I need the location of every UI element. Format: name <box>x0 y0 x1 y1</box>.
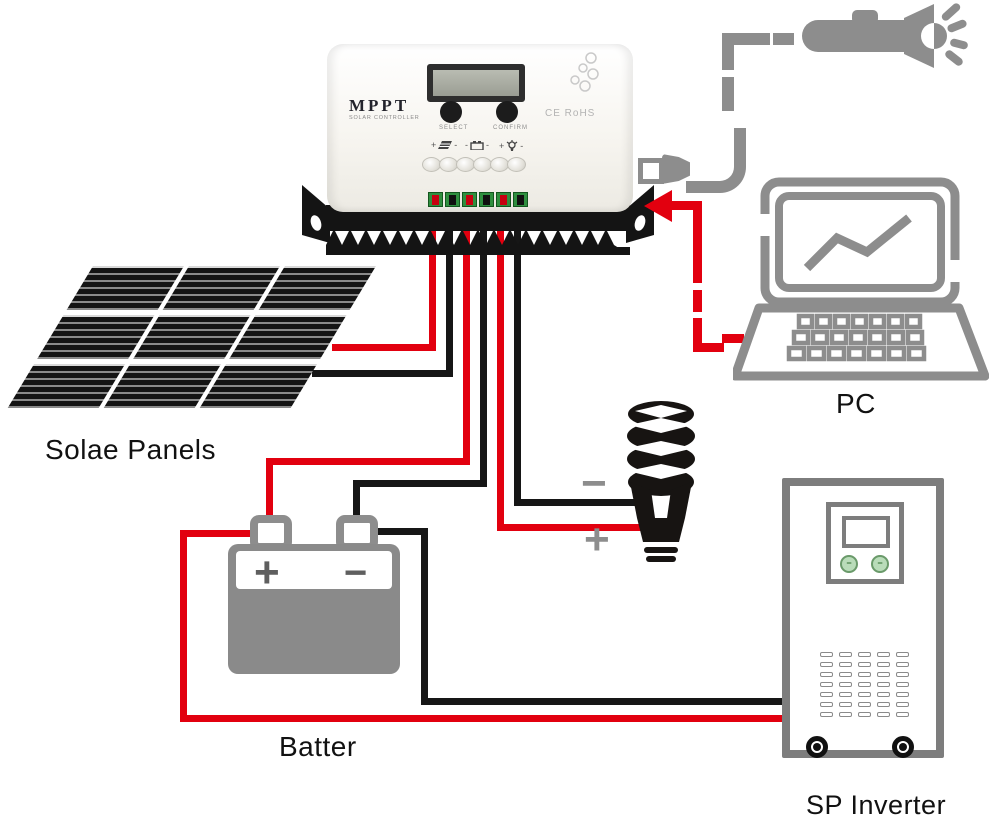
red-dash-corner <box>693 318 724 352</box>
wire-battery-positive-v2 <box>266 458 273 522</box>
bat-minus-sign-right: - <box>486 140 489 150</box>
wire-battery-positive-h <box>266 458 470 465</box>
pv-minus-sign: - <box>454 140 458 150</box>
load-plus-sign: + <box>499 140 505 151</box>
wire-pv-negative-h <box>312 370 453 377</box>
ce-rohs-mark: CE RoHS <box>545 108 596 119</box>
wire-inverter-negative-v <box>421 528 428 705</box>
wire-pv-positive-v <box>429 202 436 351</box>
cable-dash-corner <box>722 33 770 70</box>
pv-plus-sign: + <box>431 140 437 150</box>
laptop-icon <box>733 177 989 381</box>
wire-pv-negative-v <box>446 202 453 377</box>
wire-battery-positive-v1 <box>463 202 470 465</box>
confirm-button-label: CONFIRM <box>493 125 528 131</box>
screw-icon <box>507 157 526 172</box>
lamp-icon <box>506 140 518 151</box>
battery-terminal-signs: - - <box>465 140 489 150</box>
flashlight-icon <box>802 3 968 68</box>
terminal-load-negative <box>513 192 528 207</box>
load-positive-sign: + <box>584 515 610 564</box>
wire-inverter-positive-h2 <box>180 715 786 722</box>
solar-panels-label: Solae Panels <box>45 434 217 465</box>
inverter-label: SP Inverter <box>806 790 947 820</box>
battery-plus-sign: + <box>254 548 280 597</box>
terminal-pv-positive <box>428 192 443 207</box>
bat-minus-sign-left: - <box>465 140 468 150</box>
battery-minus-sign: − <box>344 551 368 595</box>
pv-terminal-signs: + - <box>431 140 457 150</box>
wire-load-positive-v <box>497 202 504 531</box>
wire-battery-negative-v1 <box>480 202 487 487</box>
battery-label: Batter <box>279 731 357 762</box>
cable-dash-h <box>773 33 794 45</box>
usb-cable-curve <box>686 128 746 193</box>
battery-label-strip: + − <box>236 551 392 595</box>
pc-label: PC <box>836 388 876 419</box>
mppt-controller: MPPT SOLAR CONTROLLER SELECT CONFIRM CE … <box>327 44 633 212</box>
wire-battery-negative-h <box>353 480 487 487</box>
inverter-wheel-right <box>892 736 914 758</box>
load-negative-sign: − <box>581 459 607 508</box>
battery-icon <box>470 141 484 150</box>
load-terminal-signs: + - <box>499 140 523 151</box>
load-minus-sign: - <box>520 140 524 151</box>
controller-subtitle: SOLAR CONTROLLER <box>349 115 420 121</box>
red-link-h <box>668 201 701 210</box>
solar-panel-cell <box>199 364 318 408</box>
select-button-label: SELECT <box>439 125 469 131</box>
inverter-vents <box>820 652 910 722</box>
controller-brand: MPPT <box>349 96 410 115</box>
wire-inverter-negative-h1 <box>372 528 428 535</box>
select-button <box>440 101 462 123</box>
terminal-battery-negative <box>479 192 494 207</box>
usb-plug-icon <box>638 158 664 184</box>
confirm-button <box>496 101 518 123</box>
inverter-wheel-left <box>806 736 828 758</box>
battery-body: + − <box>228 544 400 674</box>
terminal-battery-positive <box>462 192 477 207</box>
red-arrow-icon <box>644 190 672 222</box>
terminal-load-positive <box>496 192 511 207</box>
inverter-button-right: − <box>871 555 889 573</box>
wire-inverter-negative-h2 <box>421 698 786 705</box>
wire-inverter-positive-h1 <box>180 530 254 537</box>
wire-load-positive-h <box>497 524 648 531</box>
wire-inverter-positive-v <box>180 530 187 722</box>
terminal-pv-negative <box>445 192 460 207</box>
inverter-button-left: − <box>840 555 858 573</box>
wire-battery-negative-v2 <box>353 480 360 522</box>
cable-dash-v <box>722 77 734 111</box>
solar-panel-cell <box>258 266 376 310</box>
cfl-bulb-icon <box>627 401 695 562</box>
wire-pv-positive-h <box>332 344 436 351</box>
inverter-control-panel: − − <box>826 502 904 584</box>
inverter-body: − − <box>782 478 944 758</box>
inverter-display <box>842 516 890 548</box>
red-dash-h <box>722 334 744 343</box>
lcd-screen <box>427 64 525 102</box>
solar-panel-cell <box>229 315 347 359</box>
flower-decoration-icon <box>570 52 599 92</box>
red-link-v <box>693 201 702 283</box>
wire-load-negative-v <box>514 202 521 506</box>
red-dash-v1 <box>693 290 702 312</box>
wire-load-negative-h <box>514 499 650 506</box>
solar-panel-icon <box>438 141 453 149</box>
solar-panel-array <box>7 266 381 408</box>
